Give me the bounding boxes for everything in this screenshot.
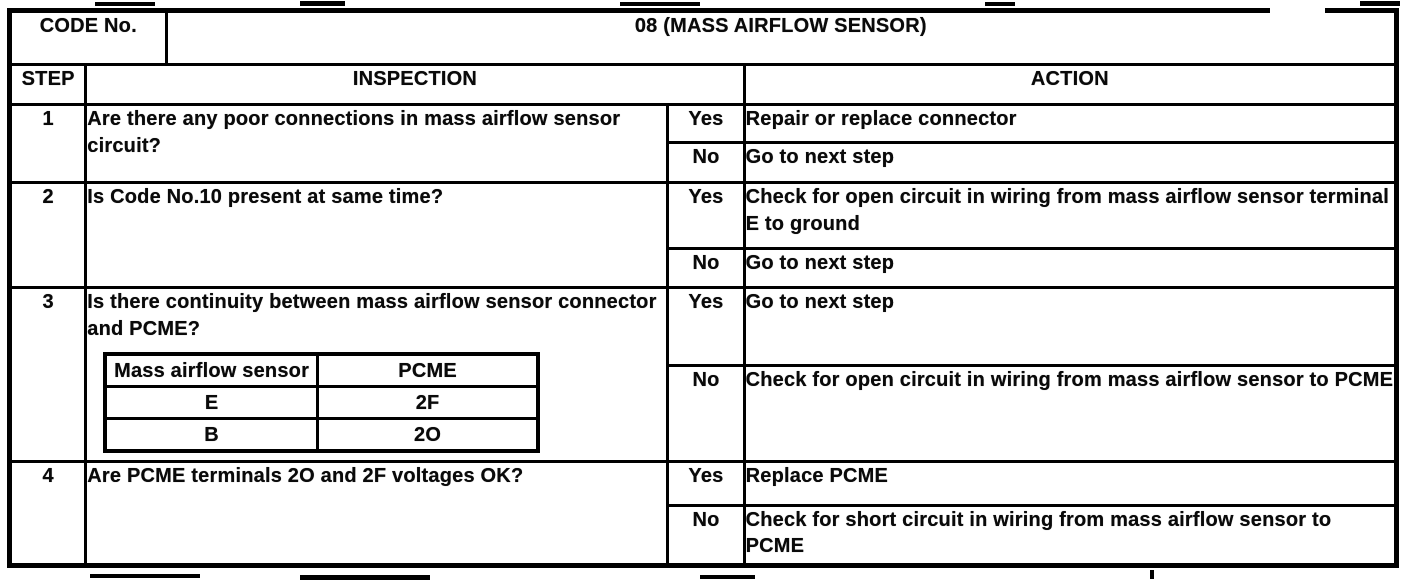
step-number: 2 — [7, 181, 88, 290]
action-cell: Check for short circuit in wiring from m… — [742, 503, 1399, 568]
action-cell: Go to next step — [742, 141, 1399, 185]
subtable-cell: E — [103, 385, 319, 421]
table-row: No Check for short circuit in wiring fro… — [10, 503, 1399, 568]
step-number: 1 — [7, 103, 88, 185]
scan-artifact — [300, 575, 430, 580]
answer-cell: No — [666, 247, 746, 290]
table-row: No Go to next step — [10, 141, 1399, 185]
subtable-row: B 2O — [103, 417, 540, 453]
subtable-cell: 2F — [315, 385, 540, 421]
column-header-row: STEP INSPECTION ACTION — [7, 63, 1399, 107]
action-cell: Go to next step — [742, 286, 1399, 367]
subtable-cell: B — [103, 417, 319, 453]
action-cell: Check for open circuit in wiring from ma… — [742, 181, 1399, 251]
table-row: No Check for open circuit in wiring from… — [10, 363, 1399, 463]
scan-artifact — [1360, 1, 1400, 6]
column-header-action: ACTION — [742, 63, 1399, 107]
action-cell: Repair or replace connector — [742, 103, 1399, 145]
subtable-row: E 2F — [103, 385, 540, 421]
scan-artifact — [985, 2, 1015, 6]
table-row: 2 Is Code No.10 present at same time? Ye… — [7, 181, 1399, 290]
scan-gap — [1270, 7, 1325, 14]
scan-artifact — [300, 1, 345, 6]
step-number: 3 — [7, 286, 88, 463]
inspection-question: Are there any poor connections in mass a… — [84, 103, 670, 185]
scan-artifact — [620, 2, 700, 6]
code-row: CODE No. 08 (MASS AIRFLOW SENSOR) — [8, 8, 1399, 67]
answer-cell: No — [666, 141, 746, 185]
answer-cell: Yes — [666, 459, 746, 507]
scan-artifact — [95, 2, 155, 6]
action-cell: Replace PCME — [742, 459, 1399, 507]
action-cell: Go to next step — [742, 247, 1399, 290]
answer-cell: No — [666, 363, 746, 463]
answer-cell: Yes — [666, 286, 746, 367]
table-row: 1 Are there any poor connections in mass… — [7, 103, 1399, 185]
code-no-value: 08 (MASS AIRFLOW SENSOR) — [164, 8, 1399, 67]
scan-artifact — [1150, 570, 1154, 579]
code-no-label: CODE No. — [8, 8, 168, 67]
answer-cell: Yes — [666, 103, 746, 145]
answer-cell: No — [666, 503, 746, 568]
table-row: 4 Are PCME terminals 2O and 2F voltages … — [7, 459, 1399, 568]
answer-cell: Yes — [666, 181, 746, 251]
inspection-question-with-subtable: Is there continuity between mass airflow… — [84, 286, 670, 463]
scan-artifact — [700, 575, 755, 579]
inspection-question: Is there continuity between mass airflow… — [87, 291, 657, 340]
column-header-inspection: INSPECTION — [84, 63, 746, 107]
step-number: 4 — [7, 459, 88, 568]
inspection-question: Is Code No.10 present at same time? — [84, 181, 670, 290]
subtable-header-row: Mass airflow sensor PCME — [103, 352, 540, 389]
table-row: No Go to next step — [10, 247, 1399, 290]
inspection-question: Are PCME terminals 2O and 2F voltages OK… — [84, 459, 670, 568]
action-cell: Check for open circuit in wiring from ma… — [742, 363, 1399, 463]
subtable-header-cell: Mass airflow sensor — [103, 352, 319, 389]
terminal-continuity-subtable: Mass airflow sensor PCME E 2F B 2O — [103, 352, 541, 454]
table-row: 3 Is there continuity between mass airfl… — [7, 286, 1399, 463]
subtable-header-cell: PCME — [315, 352, 540, 389]
diagnostic-table: CODE No. 08 (MASS AIRFLOW SENSOR) STEP I… — [7, 8, 1399, 568]
subtable-cell: 2O — [315, 417, 540, 453]
scan-artifact — [90, 574, 200, 578]
column-header-step: STEP — [7, 63, 88, 107]
